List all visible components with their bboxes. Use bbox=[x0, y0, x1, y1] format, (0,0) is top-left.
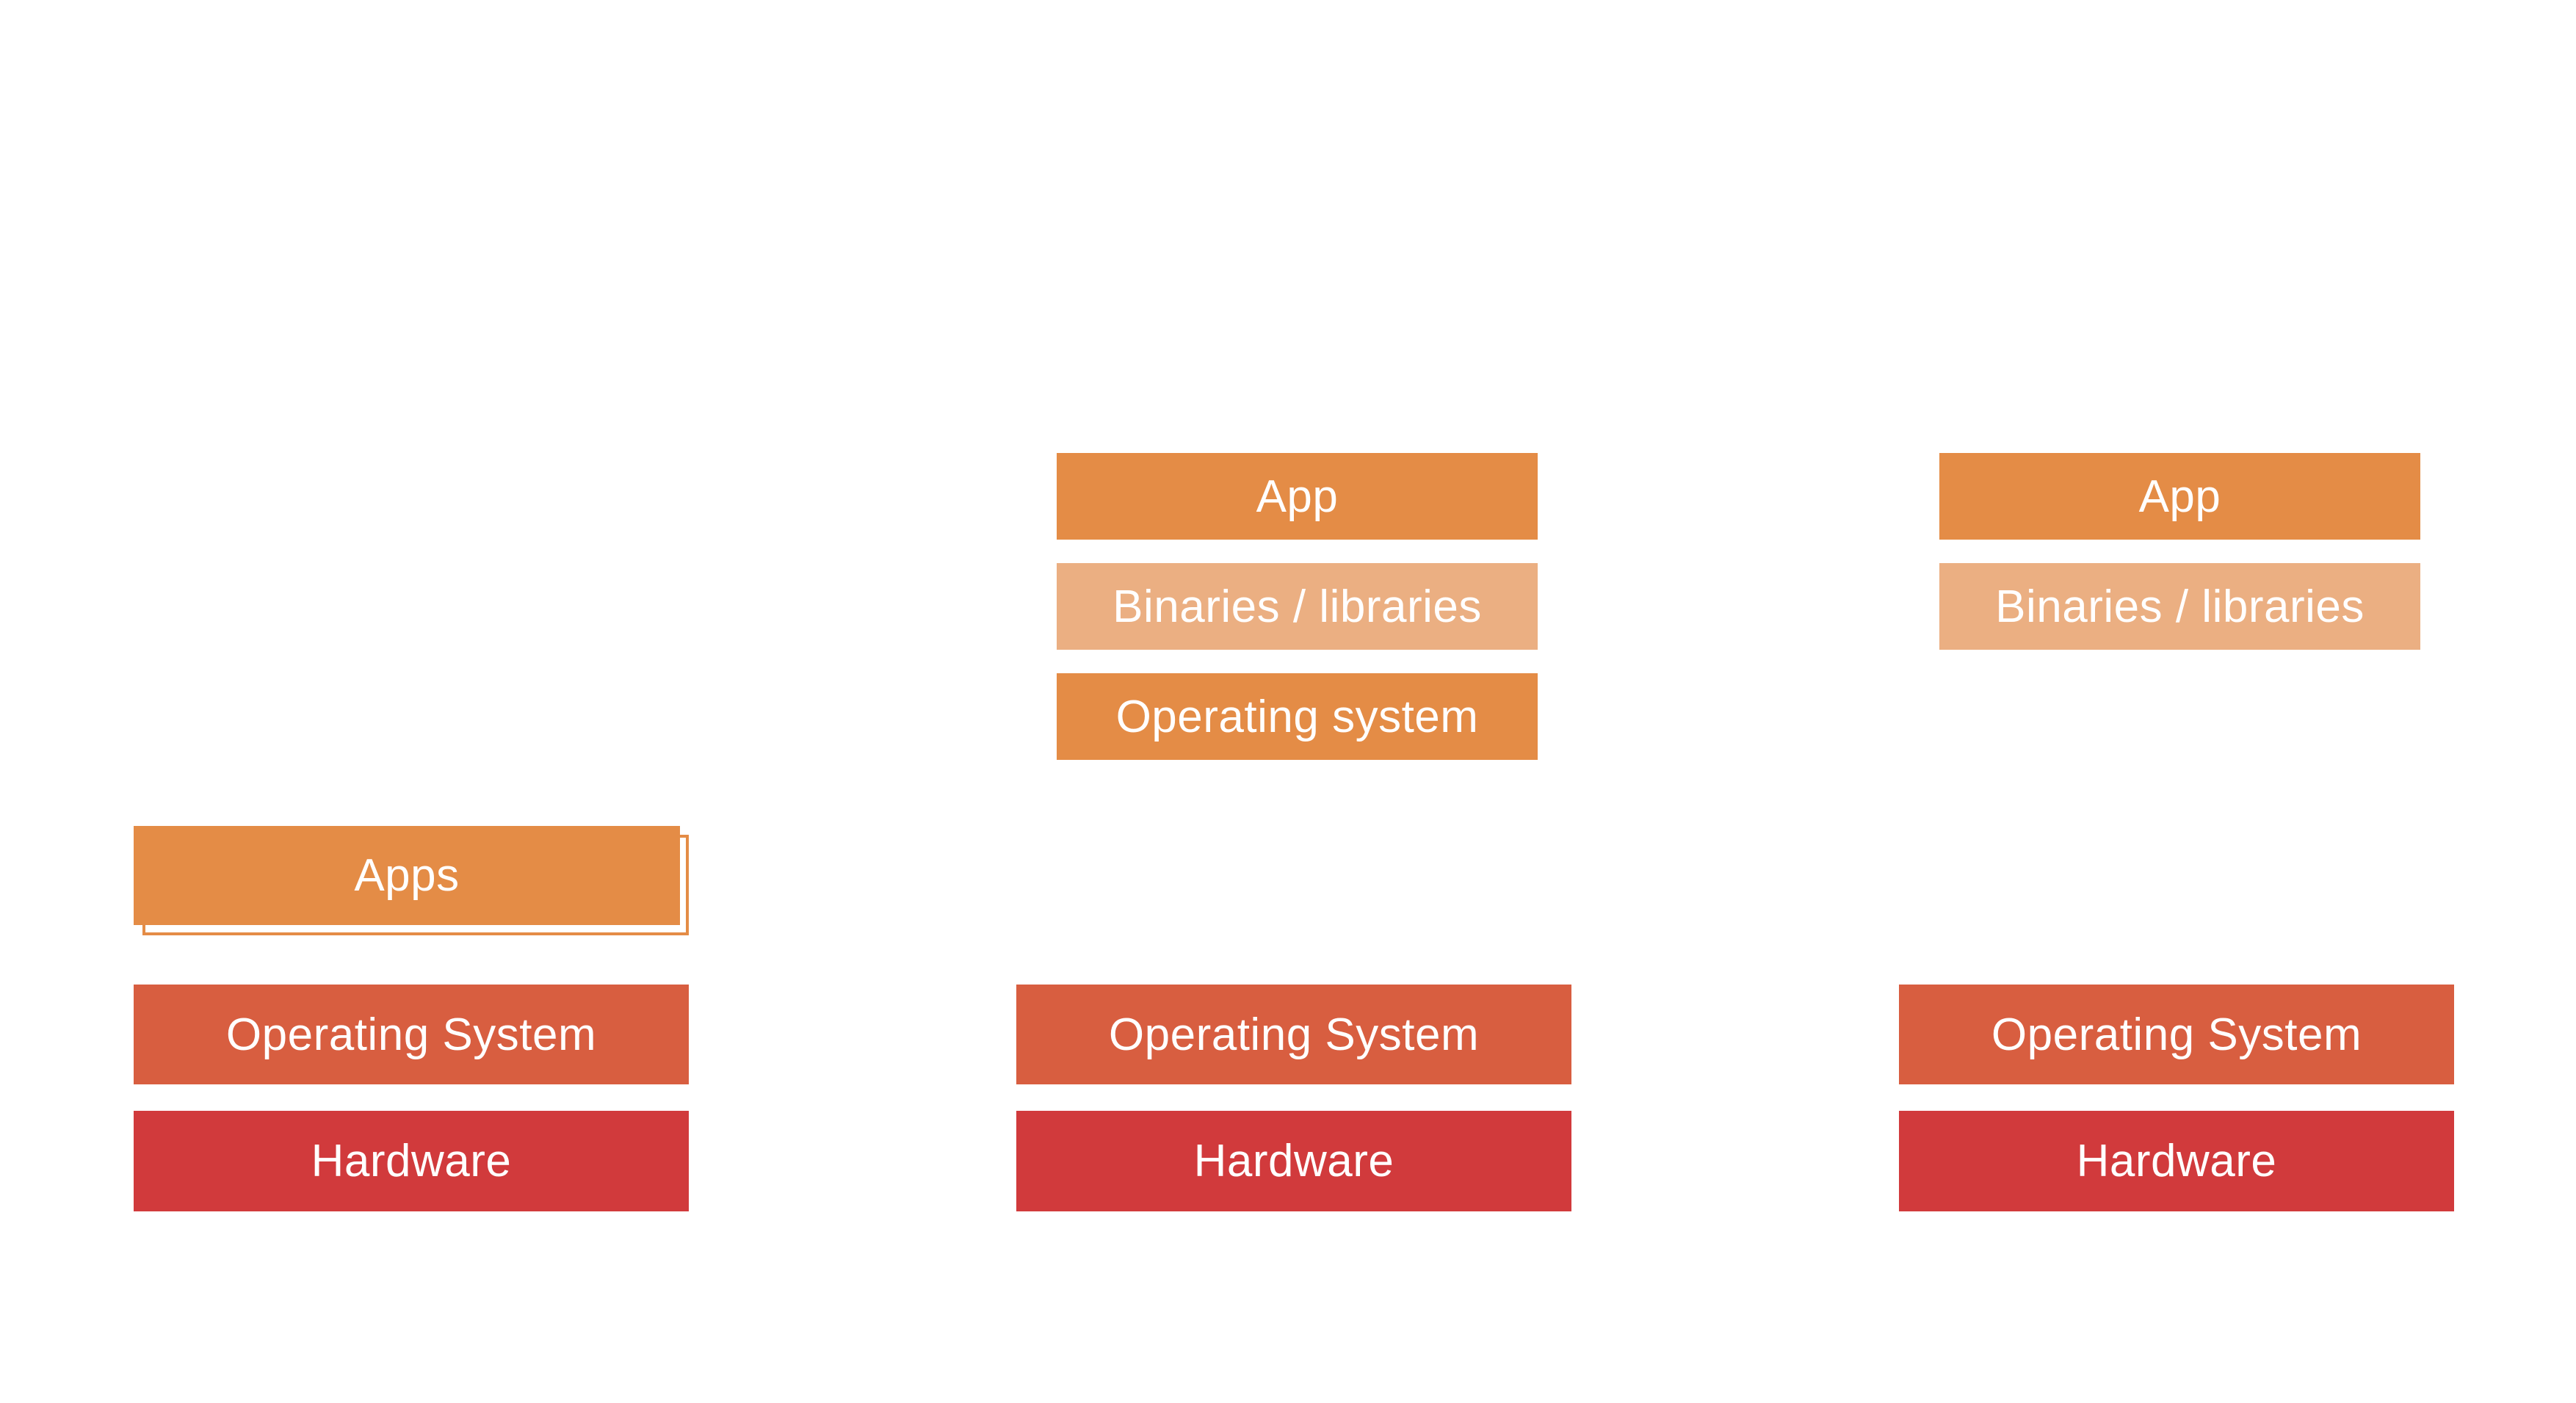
operating-system-box: Operating System bbox=[1016, 985, 1571, 1084]
column-container: App Binaries / libraries Operating Syste… bbox=[1899, 0, 2454, 1403]
operating-system-box: Operating System bbox=[1899, 985, 2454, 1084]
hardware-box: Hardware bbox=[1899, 1111, 2454, 1211]
app-box: App bbox=[1939, 453, 2420, 540]
operating-system-box: Operating System bbox=[134, 985, 689, 1084]
apps-stack: Apps bbox=[134, 826, 689, 935]
guest-os-box: Operating system bbox=[1057, 673, 1538, 760]
column-bare-metal: Apps Operating System Hardware bbox=[134, 0, 689, 1403]
apps-box: Apps bbox=[134, 826, 680, 925]
column-virtual-machine: App Binaries / libraries Operating syste… bbox=[1016, 0, 1571, 1403]
app-box: App bbox=[1057, 453, 1538, 540]
libraries-box: Binaries / libraries bbox=[1939, 563, 2420, 650]
libraries-box: Binaries / libraries bbox=[1057, 563, 1538, 650]
hardware-box: Hardware bbox=[1016, 1111, 1571, 1211]
hardware-box: Hardware bbox=[134, 1111, 689, 1211]
